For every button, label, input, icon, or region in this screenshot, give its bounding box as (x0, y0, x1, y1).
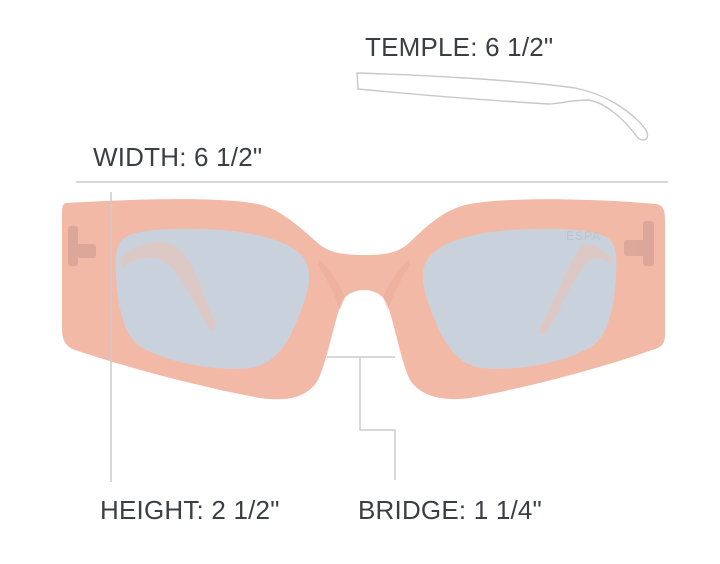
height-measurement-label: HEIGHT: 2 1/2" (100, 495, 280, 525)
right-hinge-mark (624, 221, 654, 266)
bridge-measurement-label: BRIDGE: 1 1/4" (358, 495, 542, 525)
temple-arm-outline (356, 72, 649, 141)
left-lens (115, 228, 310, 369)
sunglasses-front: ESPA (62, 199, 665, 400)
temple-measurement-label: TEMPLE: 6 1/2" (365, 32, 554, 62)
svg-text:ESPA: ESPA (566, 229, 601, 243)
right-lens (422, 228, 617, 369)
bridge-guide-line (327, 356, 396, 480)
width-measurement-label: WIDTH: 6 1/2" (93, 142, 263, 172)
left-hinge-mark (68, 226, 96, 266)
